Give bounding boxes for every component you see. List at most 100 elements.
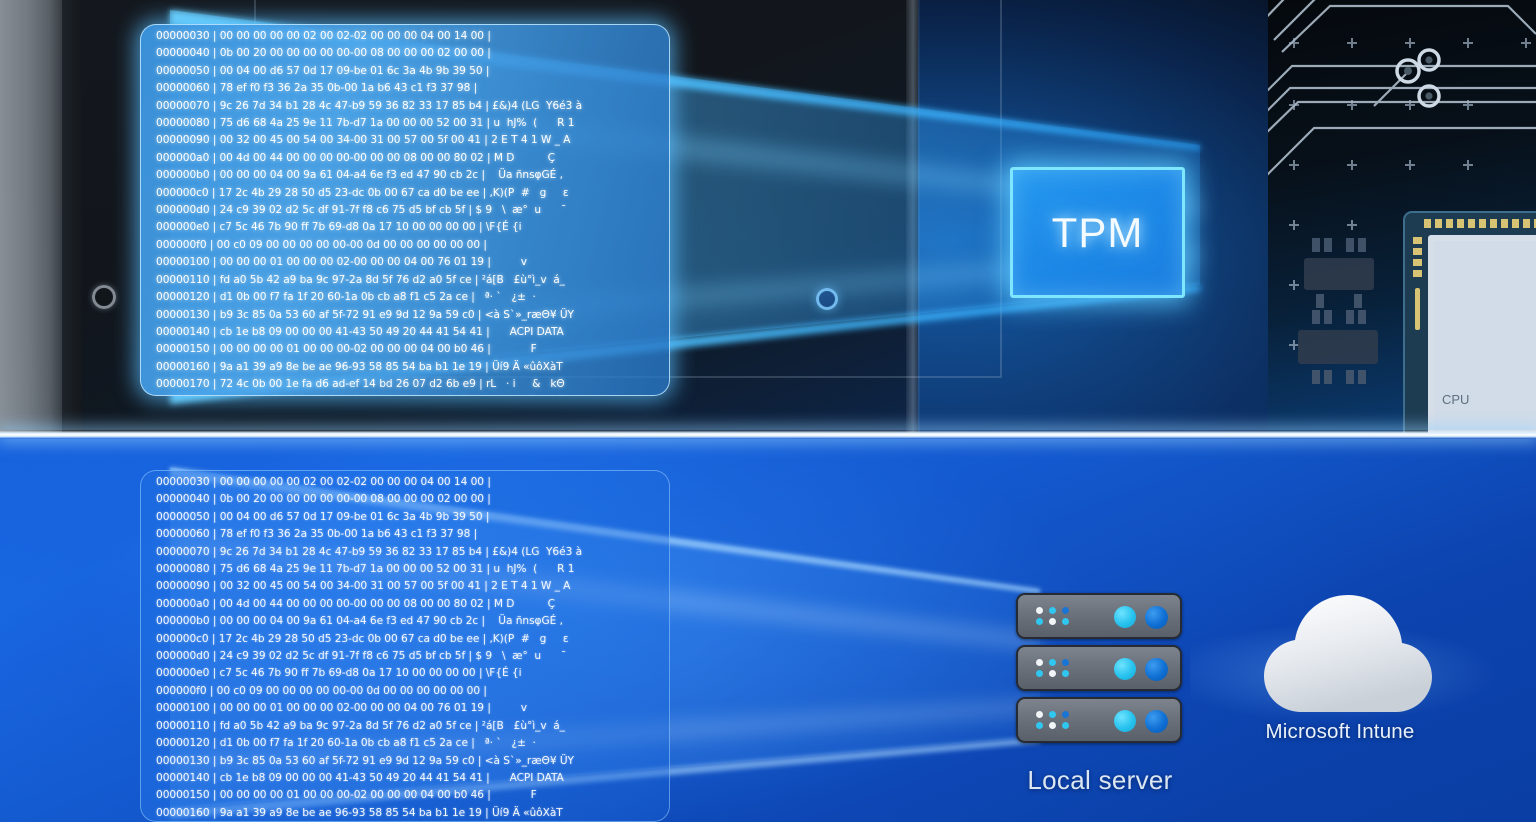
hex-separator: | <box>483 493 495 506</box>
hex-dump-row: 00000060 | 78 ef f0 f3 36 2a 35 0b-00 1a… <box>156 526 582 543</box>
hex-address: 00000090 <box>156 580 210 593</box>
hex-bytes: 00 00 00 00 00 02 00 02-02 00 00 00 04 0… <box>219 476 484 488</box>
hex-separator: | <box>467 737 479 750</box>
hex-ascii: ,K)(P # g ε <box>489 632 569 645</box>
hex-dump-row: 000000d0 | 24 c9 39 02 d2 5c df 91-7f f8… <box>156 648 582 665</box>
hex-separator: | <box>474 308 485 321</box>
hex-dump-row: 00000030 | 00 00 00 00 00 02 00 02-02 00… <box>156 474 582 491</box>
hex-bytes: 78 ef f0 f3 36 2a 35 0b-00 1a b6 43 c1 f… <box>219 82 471 95</box>
cloud-icon <box>1264 595 1432 712</box>
hex-ascii: 2 E T 4 1 W _ A <box>491 134 571 147</box>
hex-separator: | <box>209 719 220 732</box>
hex-separator: | <box>209 563 220 576</box>
hex-bytes: 00 4d 00 44 00 00 00 00-00 00 00 08 00 0… <box>219 597 484 610</box>
hex-bytes: 9a a1 39 a9 8e be ae 96-93 58 85 54 ba b… <box>219 806 482 819</box>
tpm-box[interactable]: TPM <box>1010 167 1185 298</box>
server-unit <box>1016 645 1182 691</box>
hex-ascii: Üa ñnsφGÉ , <box>488 169 563 182</box>
hex-ascii: <à S`»_ræΘ¥ ÜY <box>484 754 574 767</box>
hex-dump-row: 00000140 | cb 1e b8 09 00 00 00 41-43 50… <box>156 770 582 787</box>
hex-ascii: F <box>494 343 537 356</box>
hex-ascii: $ 9 \ æ° u ¯ <box>475 650 567 663</box>
top-panel-device-scene: CPU 00000030 | 00 00 00 00 00 02 00 02-0… <box>0 0 1536 437</box>
hex-address: 000000a0 <box>156 151 210 164</box>
device-bezel-inner <box>62 0 82 437</box>
hex-address: 00000120 <box>156 737 210 750</box>
hex-ascii: ²á[B £ù°ì_v á_ <box>481 273 565 286</box>
microsoft-intune-cloud-icon[interactable] <box>1250 588 1440 728</box>
hex-bytes: 00 00 00 04 00 9a 61 04-a4 6e f3 ed 47 9… <box>219 615 479 628</box>
hex-separator: | <box>209 325 220 338</box>
hex-address: 000000d0 <box>156 204 210 217</box>
hex-address: 00000150 <box>156 343 210 356</box>
hex-separator: | <box>471 719 482 732</box>
hex-ascii: ACPI DATA <box>492 325 564 338</box>
hex-dump-row: 000000c0 | 17 2c 4b 29 28 50 d5 23-dc 0b… <box>156 631 582 648</box>
hex-address: 00000060 <box>156 528 210 541</box>
hex-ascii: ,K)(P # g ε <box>489 186 569 199</box>
hex-bytes: 72 4c 0b 00 1e fa d6 ad-ef 14 bd 26 07 d… <box>219 378 476 391</box>
hex-address: 00000130 <box>156 308 210 321</box>
server-led-cyan <box>1114 658 1136 680</box>
hex-address: 00000100 <box>156 256 210 269</box>
hex-separator: | <box>209 30 220 42</box>
hex-dump-row: 000000b0 | 00 00 00 04 00 9a 61 04-a4 6e… <box>156 613 582 630</box>
hex-dump-row: 00000050 | 00 04 00 d6 57 0d 17 09-be 01… <box>156 509 582 526</box>
hex-dump-row: 00000040 | 0b 00 20 00 00 00 00 00-00 08… <box>156 45 582 62</box>
hex-bytes: fd a0 5b 42 a9 ba 9c 97-2a 8d 5f 76 d2 a… <box>219 719 472 732</box>
hex-dump-row: 00000080 | 75 d6 68 4a 25 9e 11 7b-d7 1a… <box>156 115 582 132</box>
hex-separator: | <box>209 117 220 130</box>
hex-address: 00000100 <box>156 702 210 715</box>
hex-bytes: d1 0b 00 f7 fa 1f 20 60-1a 0b cb a8 f1 c… <box>219 737 468 750</box>
hex-bytes: c7 5c 46 7b 90 ff 7b 69-d8 0a 17 10 00 0… <box>219 667 476 680</box>
hex-separator: | <box>209 204 220 217</box>
local-server-icon[interactable] <box>1016 593 1182 743</box>
hex-address: 000000c0 <box>156 186 209 199</box>
hex-dump-lines-top: 00000030 | 00 00 00 00 00 02 00 02-02 00… <box>156 28 582 396</box>
hex-bytes: 75 d6 68 4a 25 9e 11 7b-d7 1a 00 00 00 5… <box>219 117 484 130</box>
hex-bytes: b9 3c 85 0a 53 60 af 5f-72 91 e9 9d 12 9… <box>219 754 475 767</box>
hex-dump-lines-bottom: 00000030 | 00 00 00 00 00 02 00 02-02 00… <box>156 474 582 822</box>
hex-ascii: \F{É {i <box>485 221 522 234</box>
hex-separator: | <box>484 30 495 42</box>
hex-dump-row: 00000160 | 9a a1 39 a9 8e be ae 96-93 58… <box>156 359 582 376</box>
hex-address: 000000b0 <box>156 169 210 182</box>
hex-bytes: c7 5c 46 7b 90 ff 7b 69-d8 0a 17 10 00 0… <box>219 221 476 234</box>
cpu-label: CPU <box>1442 392 1469 407</box>
hex-separator: | <box>480 580 492 593</box>
hex-ascii: £&)4 (LG Y6é3 à <box>492 545 583 558</box>
hex-bytes: 24 c9 39 02 d2 5c df 91-7f f8 c6 75 d5 b… <box>219 650 466 663</box>
hex-separator: | <box>470 82 481 95</box>
hex-bytes: cb 1e b8 09 00 00 00 41-43 50 49 20 44 4… <box>219 771 483 784</box>
hex-separator: | <box>482 99 493 112</box>
hex-dump-row: 00000070 | 9c 26 7d 34 b1 28 4c 47-b9 59… <box>156 98 582 115</box>
hex-ascii: v <box>494 256 527 269</box>
server-status-dots <box>1036 607 1075 629</box>
hex-separator: | <box>209 82 220 95</box>
device-bezel-outer <box>0 0 62 437</box>
hex-ascii: Üí9 Ä «ûôXàT <box>491 360 563 373</box>
hex-dump-row: 000000b0 | 00 00 00 04 00 9a 61 04-a4 6e… <box>156 167 582 184</box>
hex-ascii: M D Ç <box>493 597 555 610</box>
server-led-blue <box>1145 658 1168 681</box>
hex-bytes: 00 00 00 04 00 9a 61 04-a4 6e f3 ed 47 9… <box>219 169 479 182</box>
hex-separator: | <box>209 273 220 286</box>
hex-separator: | <box>209 151 220 164</box>
hex-bytes: 9c 26 7d 34 b1 28 4c 47-b9 59 36 82 33 1… <box>219 545 483 558</box>
circuit-via-icons <box>1395 48 1441 108</box>
hex-address: 00000160 <box>156 806 210 819</box>
hex-dump-row: 00000050 | 00 04 00 d6 57 0d 17 09-be 01… <box>156 63 582 80</box>
hex-dump-row: 00000090 | 00 32 00 45 00 54 00 34-00 31… <box>156 132 582 149</box>
hex-ascii: $ 9 \ æ° u ¯ <box>475 204 567 217</box>
hex-address: 000000c0 <box>156 632 209 645</box>
hex-dump-row: 00000110 | fd a0 5b 42 a9 ba 9c 97-2a 8d… <box>156 718 582 735</box>
hex-bytes: 00 c0 09 00 00 00 00 00-00 0d 00 00 00 0… <box>216 684 481 697</box>
hex-separator: | <box>484 256 495 269</box>
hex-separator: | <box>209 528 220 541</box>
hex-bytes: 00 04 00 d6 57 0d 17 09-be 01 6c 3a 4b 9… <box>219 64 483 77</box>
hex-bytes: b9 3c 85 0a 53 60 af 5f-72 91 e9 9d 12 9… <box>219 308 475 321</box>
hex-separator: | <box>209 134 220 147</box>
server-unit <box>1016 593 1182 639</box>
hex-separator: | <box>209 702 220 715</box>
